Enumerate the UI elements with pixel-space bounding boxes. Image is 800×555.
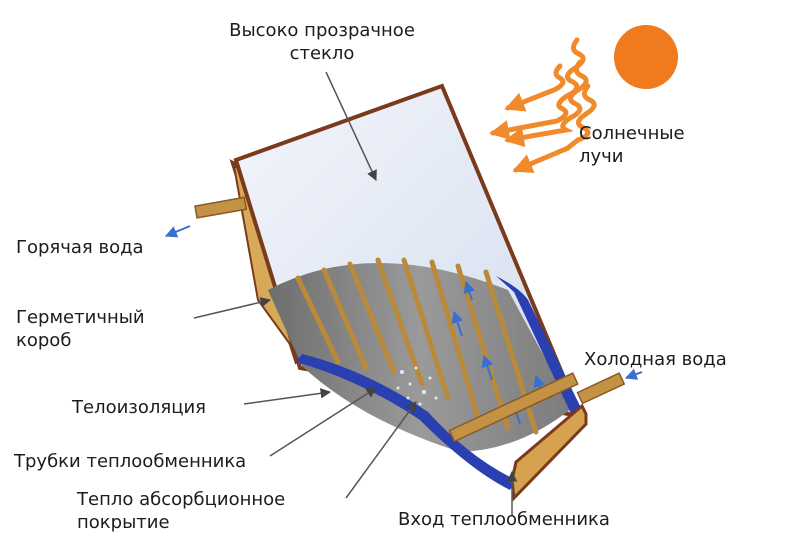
sun-rays xyxy=(489,37,597,173)
sun-rays-label: Солнечные лучи xyxy=(579,123,685,167)
inlet-manifold xyxy=(448,372,579,443)
exchanger-tubes xyxy=(295,257,539,435)
cold-water-arrow xyxy=(624,368,643,380)
cold-water-label: Холодная вода xyxy=(584,349,727,370)
hot-water-arrow xyxy=(164,225,191,238)
sun-icon xyxy=(614,25,678,89)
sealed-box-label: Герметичный короб xyxy=(16,307,145,351)
hot-water-pipe xyxy=(194,196,248,219)
glass-label: Высоко прозрачное стекло xyxy=(229,20,415,64)
absorber-coating-label: Тепло абсорбционное покрытие xyxy=(77,489,286,533)
cold-water-pipe xyxy=(576,372,626,405)
leader-lines xyxy=(193,71,518,516)
insulation-layer-bottom xyxy=(296,354,516,490)
hot-water-label: Горячая вода xyxy=(16,237,144,258)
exchanger-inlet-label: Вход теплообменника xyxy=(398,509,610,530)
absorber-coating-texture xyxy=(396,366,438,406)
insulation-label: Телоизоляция xyxy=(72,397,206,418)
exchanger-tubes-label: Трубки теплообменника xyxy=(14,451,247,472)
